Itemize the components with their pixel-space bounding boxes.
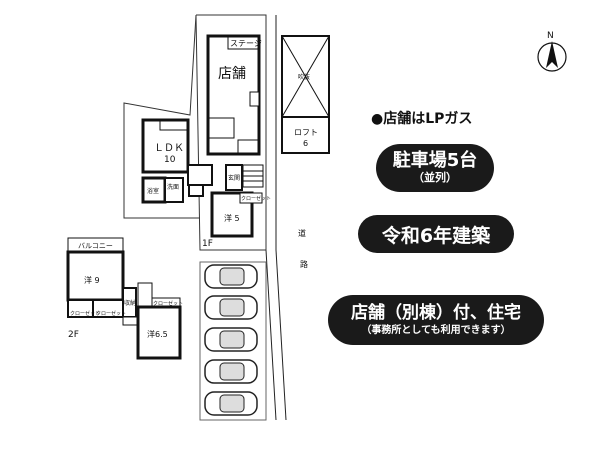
west9-room (66, 250, 125, 302)
floor2-label: 2F (68, 330, 79, 340)
bath-label: 浴室 (147, 187, 159, 195)
parking-title: 駐車場5台 (392, 150, 478, 171)
road-label-2: 路 (300, 259, 308, 269)
property-type-badge: 店舗（別棟）付、住宅 （事務所としても利用できます） (328, 295, 544, 345)
closet-1f (239, 192, 263, 204)
road-left-line-lower (265, 249, 277, 421)
car-5 (204, 391, 258, 416)
west5-room (210, 191, 254, 238)
lp-gas-note: ●店舗はLPガス (371, 111, 473, 127)
storage-label: 収納 (124, 299, 136, 307)
stage-area (227, 36, 259, 50)
shop-label: 店舗 (218, 66, 246, 82)
hall-1f (187, 164, 213, 186)
wash-label: 洗面 (167, 183, 179, 191)
west65-room (136, 305, 182, 360)
ldk-size: 10 (164, 155, 176, 165)
north-label: N (547, 31, 554, 41)
closet-c-label: クローゼット (153, 300, 183, 307)
wash-room (164, 177, 184, 203)
lot-boundary-left (123, 14, 200, 219)
stairs-2f (137, 282, 153, 308)
west5-label: 洋 5 (224, 213, 240, 223)
stage-label: ステージ (230, 39, 262, 48)
car-4 (204, 359, 258, 384)
entrance (225, 164, 243, 191)
loft-room (281, 116, 330, 154)
north-arrow-icon (537, 41, 567, 72)
property-type-title: 店舗（別棟）付、住宅 (351, 302, 521, 323)
built-year-badge: 令和6年建築 (358, 215, 514, 253)
parked-cars (204, 264, 258, 416)
balcony-label: バルコニー (78, 242, 113, 250)
shop-counter (208, 117, 235, 139)
west65-label: 洋6.5 (147, 329, 168, 339)
fukinuke-label: 吹抜 (298, 73, 310, 81)
car-1 (204, 264, 258, 289)
shop-toilet (237, 139, 259, 154)
closet-b-label: クローゼット (96, 310, 126, 317)
kitchen-counter (159, 120, 188, 131)
shop-sink (249, 91, 260, 107)
road-label-1: 道 (298, 228, 306, 238)
property-type-subtitle: （事務所としても利用できます） (361, 324, 511, 336)
car-3 (204, 327, 258, 352)
parking-badge: 駐車場5台 （並列） (376, 144, 494, 192)
ldk-label: ＬＤＫ (154, 143, 184, 154)
parking-subtitle: （並列） (413, 171, 457, 184)
west9-label: 洋 9 (84, 275, 100, 285)
car-2 (204, 295, 258, 320)
loft-label: ロフト (294, 128, 318, 137)
loft-size: 6 (303, 139, 308, 148)
road-right-line-lower (275, 249, 287, 421)
closet-1f-label: クローゼット (241, 195, 271, 202)
entrance-label: 玄関 (228, 174, 240, 182)
closet-a-label: クローゼット (70, 310, 100, 317)
floor1-label: 1F (202, 239, 213, 249)
